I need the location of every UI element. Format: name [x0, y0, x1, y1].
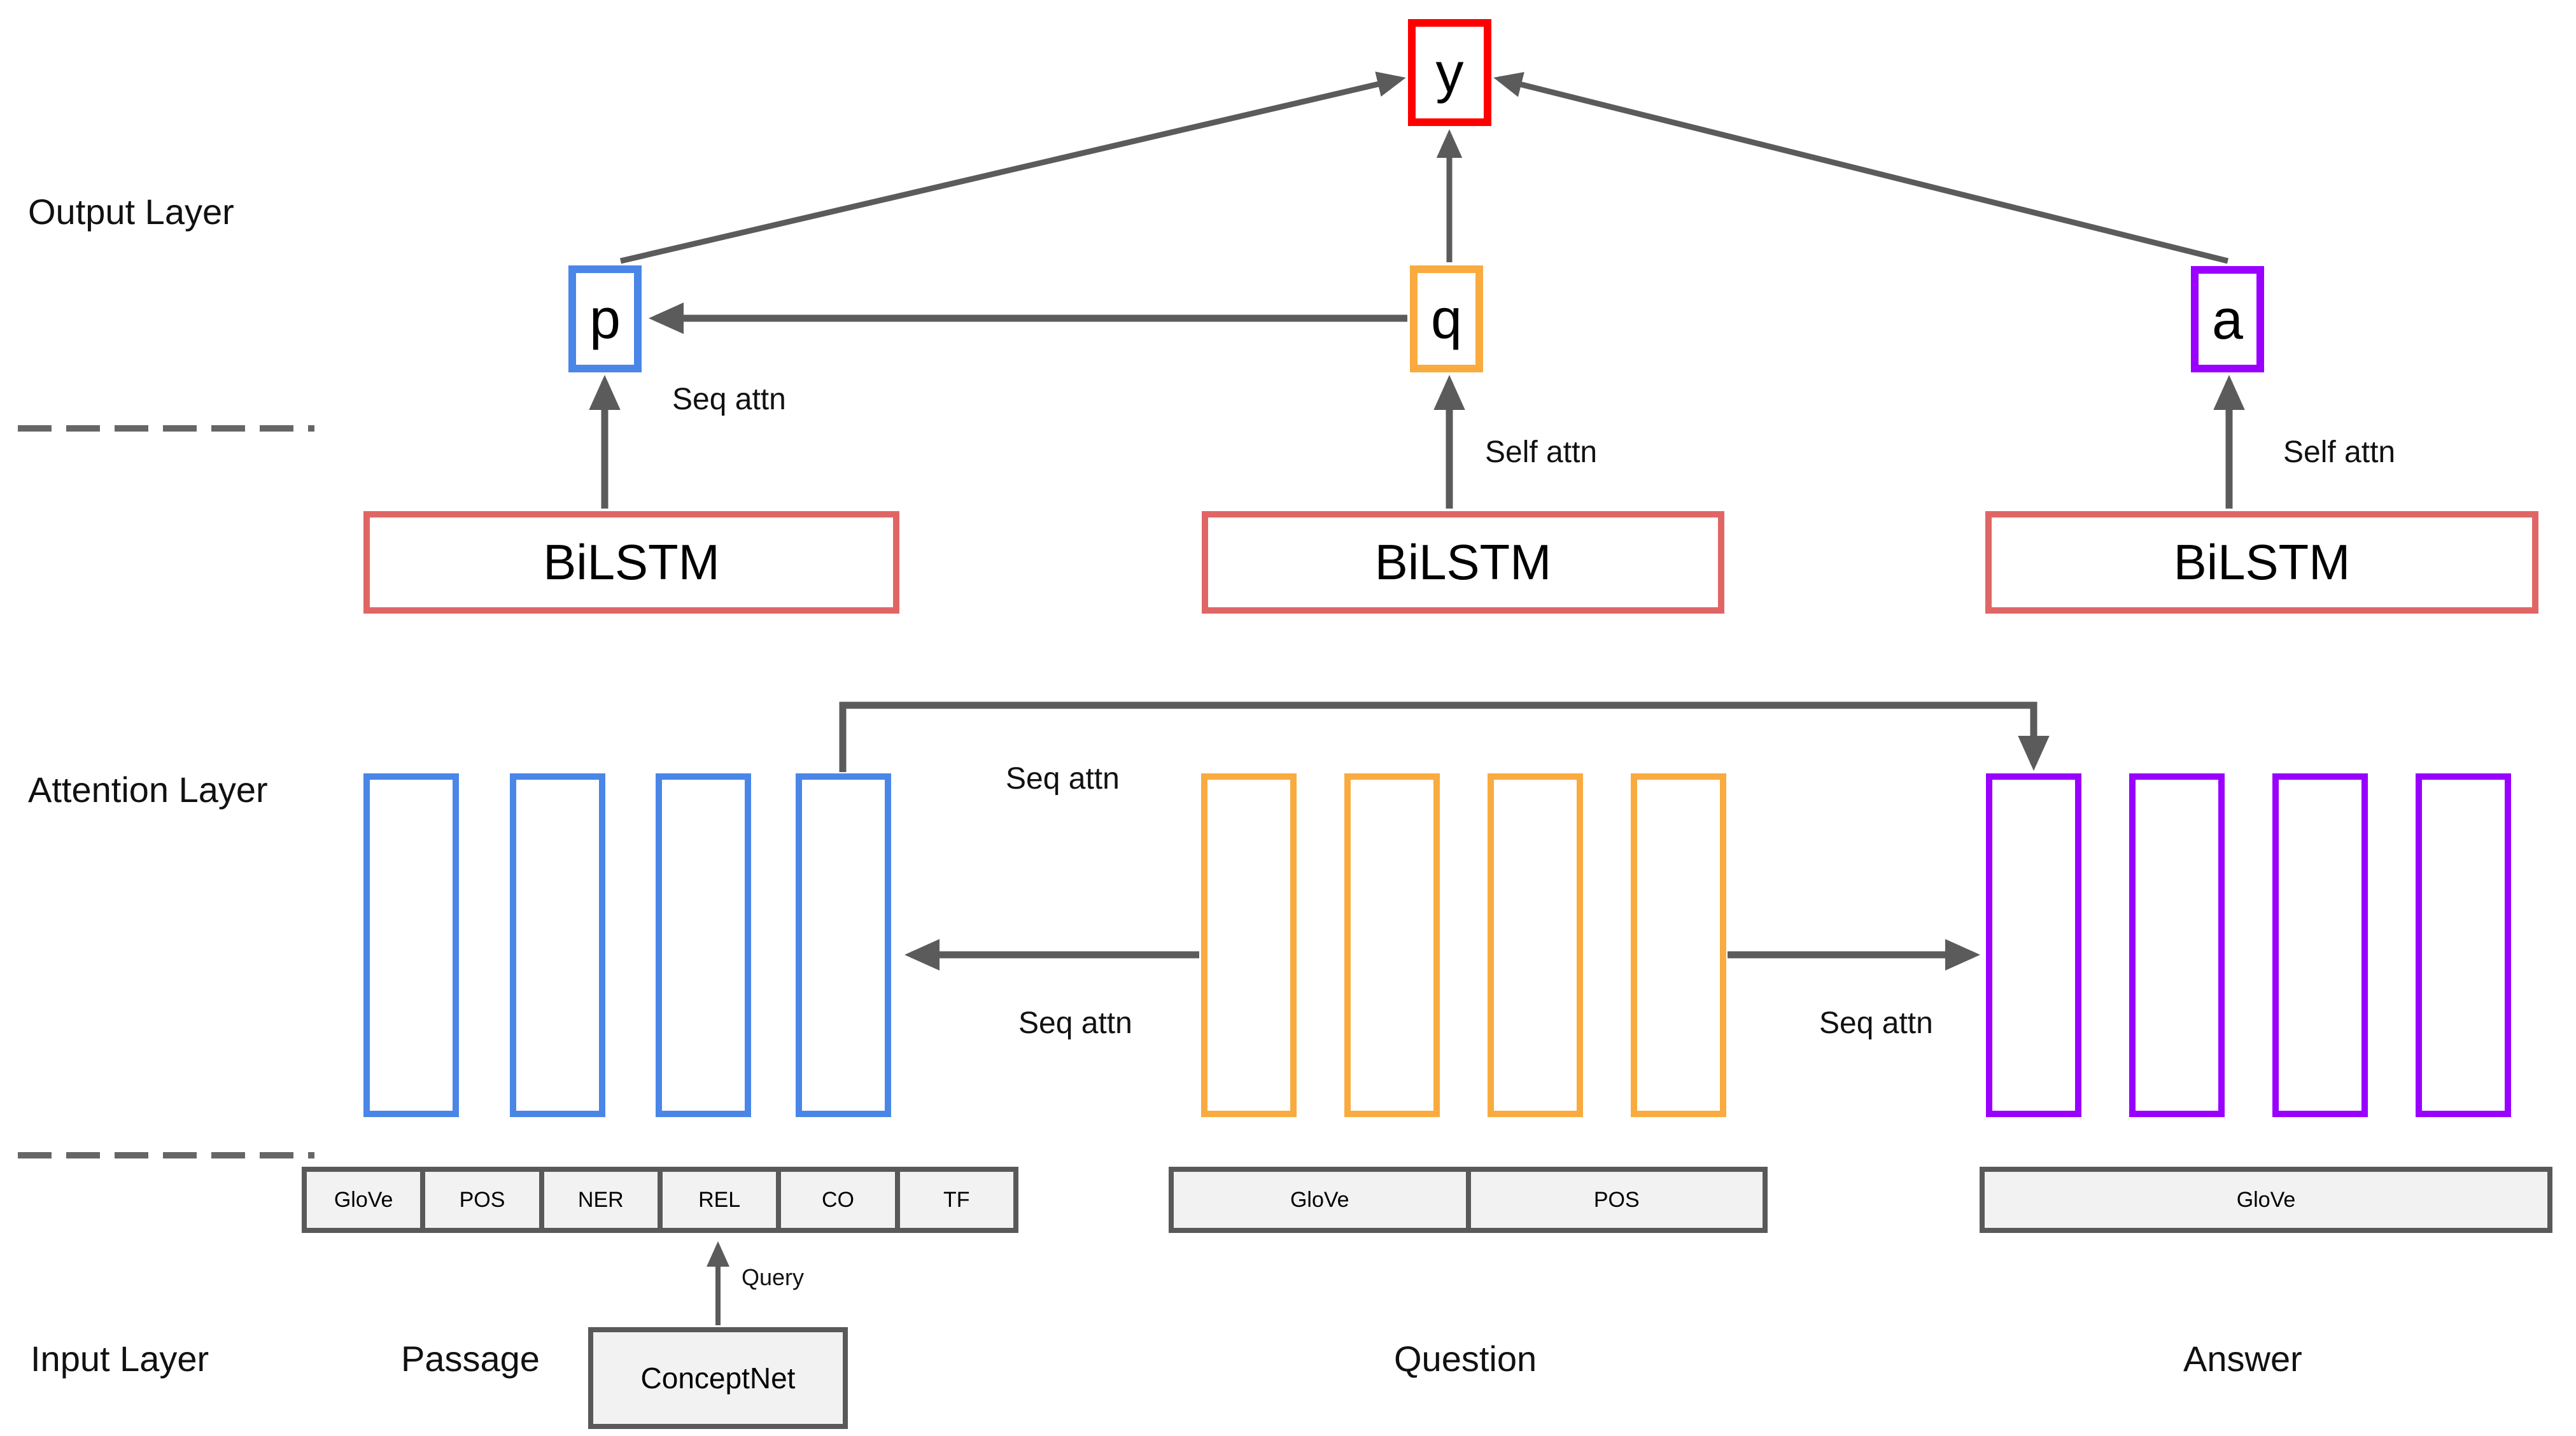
- conceptnet-label: ConceptNet: [640, 1362, 796, 1395]
- input-layer-label: Input Layer: [31, 1339, 209, 1379]
- answer-section-label: Answer: [2183, 1339, 2302, 1379]
- node-a-label: a: [2212, 287, 2243, 351]
- question-bilstm-box: BiLSTM: [1202, 511, 1724, 614]
- passage-token-column: [510, 773, 605, 1117]
- answer-token-column: [1986, 773, 2081, 1117]
- answer-token-column: [2272, 773, 2368, 1117]
- feature-cell: POS: [1465, 1172, 1763, 1228]
- question-section-label: Question: [1394, 1339, 1537, 1379]
- node-y-label: y: [1435, 41, 1464, 104]
- passage-token-column: [363, 773, 459, 1117]
- seq-attn-label-p: Seq attn: [672, 383, 786, 416]
- node-p-label: p: [589, 287, 621, 350]
- feature-cell: GloVe: [1290, 1187, 1349, 1212]
- passage-token-column: [656, 773, 751, 1117]
- answer-feature-table: GloVe: [1980, 1167, 2552, 1233]
- node-q-label: q: [1431, 287, 1462, 350]
- output-layer-label: Output Layer: [28, 192, 234, 232]
- node-y: y: [1408, 19, 1491, 126]
- feature-cell: POS: [420, 1172, 538, 1228]
- conceptnet-box: ConceptNet: [588, 1327, 848, 1429]
- arrow-passage-to-answer-seq-attn: [839, 701, 2050, 772]
- feature-cell: TF: [894, 1172, 1013, 1228]
- self-attn-label-a: Self attn: [2283, 435, 2396, 469]
- passage-token-column: [796, 773, 891, 1117]
- seq-attn-label-mid-left: Seq attn: [1018, 1006, 1132, 1040]
- answer-bilstm-label: BiLSTM: [2173, 534, 2351, 590]
- passage-section-label: Passage: [401, 1339, 540, 1379]
- node-a: a: [2191, 266, 2264, 372]
- answer-token-column: [2416, 773, 2511, 1117]
- feature-cell: REL: [657, 1172, 776, 1228]
- passage-bilstm-box: BiLSTM: [363, 511, 899, 614]
- answer-bilstm-box: BiLSTM: [1985, 511, 2538, 614]
- question-token-column: [1344, 773, 1440, 1117]
- arrow-p-to-y: [619, 71, 1406, 264]
- question-bilstm-label: BiLSTM: [1374, 534, 1552, 590]
- seq-attn-label-right: Seq attn: [1819, 1006, 1933, 1040]
- feature-cell: GloVe: [334, 1187, 393, 1212]
- question-feature-table: GloVe POS: [1169, 1167, 1768, 1233]
- answer-token-column: [2129, 773, 2225, 1117]
- output-layer-separator: [18, 425, 314, 432]
- question-token-column: [1488, 773, 1583, 1117]
- node-q: q: [1410, 265, 1483, 372]
- feature-cell: GloVe: [2236, 1187, 2296, 1212]
- question-token-column: [1201, 773, 1297, 1117]
- attention-layer-label: Attention Layer: [28, 770, 268, 810]
- self-attn-label-q: Self attn: [1485, 435, 1598, 469]
- query-label: Query: [742, 1264, 805, 1290]
- attention-layer-separator: [18, 1152, 314, 1158]
- node-p: p: [568, 265, 642, 372]
- feature-cell: NER: [538, 1172, 658, 1228]
- feature-cell: CO: [776, 1172, 894, 1228]
- seq-attn-label-top: Seq attn: [1006, 762, 1120, 796]
- question-token-column: [1631, 773, 1726, 1117]
- passage-bilstm-label: BiLSTM: [543, 534, 720, 590]
- arrow-a-to-y: [1493, 72, 2229, 264]
